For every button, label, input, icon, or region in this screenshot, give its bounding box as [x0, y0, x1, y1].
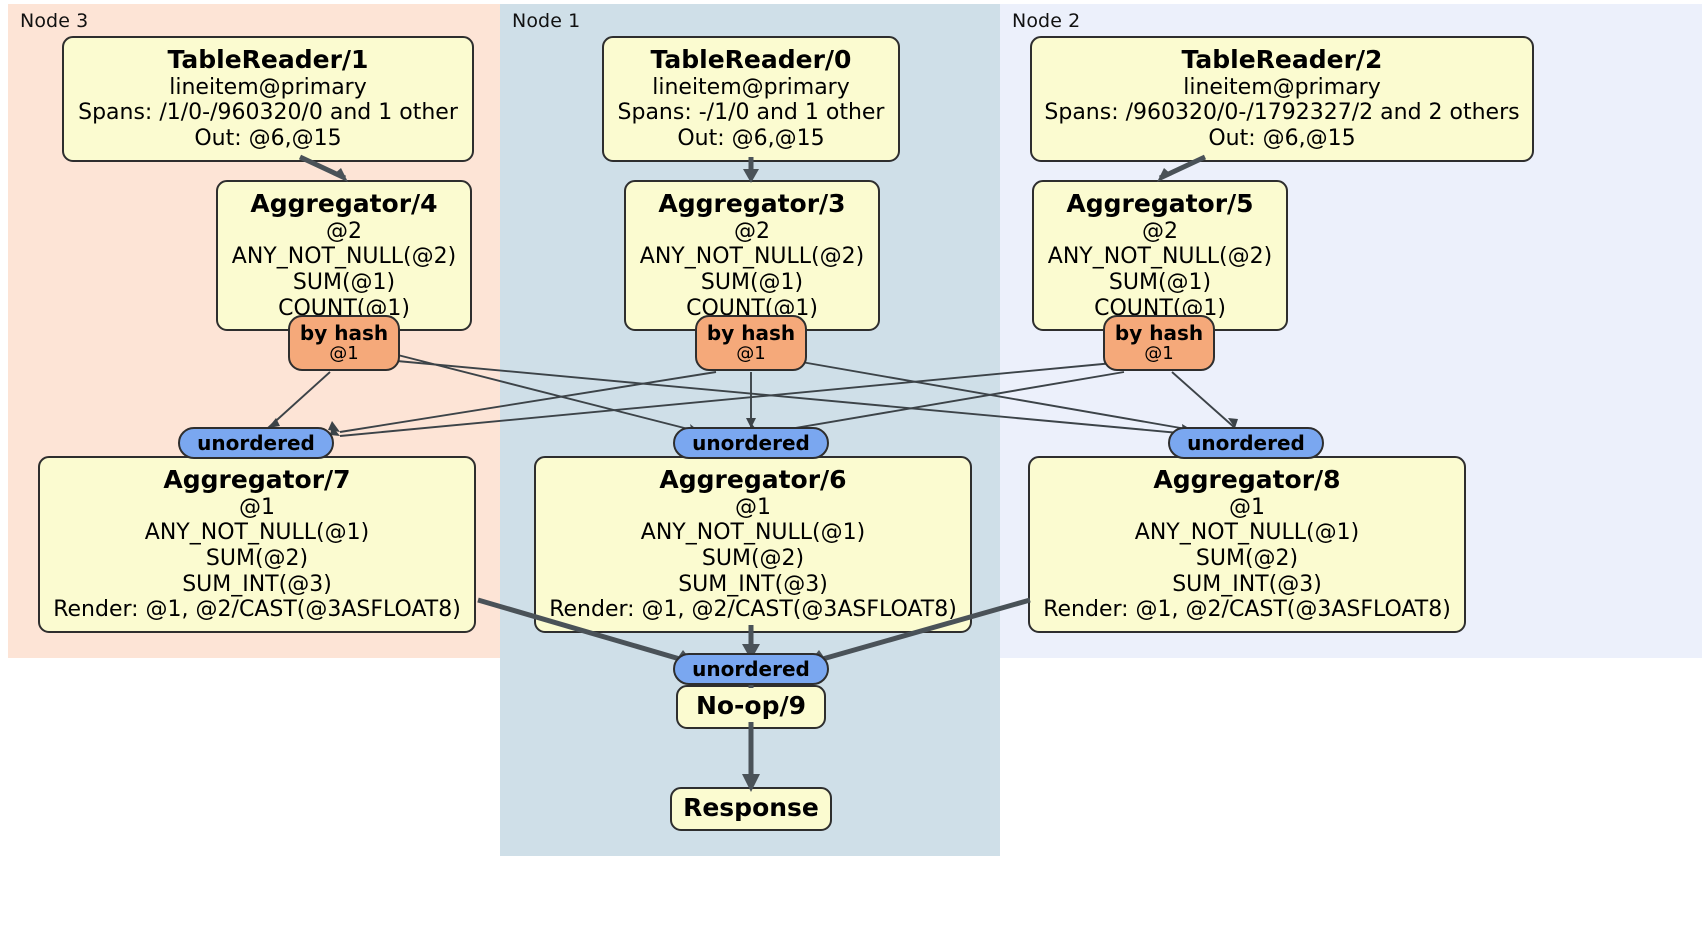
sync-label: unordered	[692, 656, 810, 681]
sync-label: unordered	[197, 430, 315, 455]
sync-label: unordered	[692, 430, 810, 455]
processor-title: TableReader/2	[1181, 45, 1383, 74]
processor-aggregator7[interactable]: Aggregator/7 @1 ANY_NOT_NULL(@1) SUM(@2)…	[38, 456, 476, 634]
processor-response[interactable]: Response	[670, 787, 832, 831]
hash-router-left[interactable]: by hash @1	[288, 315, 400, 371]
processor-tablereader0[interactable]: TableReader/0 lineitem@primary Spans: -/…	[602, 36, 900, 162]
processor-line: SUM_INT(@3)	[182, 571, 332, 597]
processor-line: ANY_NOT_NULL(@1)	[640, 520, 866, 546]
router-sublabel: @1	[736, 342, 766, 364]
processor-aggregator3[interactable]: Aggregator/3 @2 ANY_NOT_NULL(@2) SUM(@1)…	[624, 180, 880, 332]
processor-line: @1	[1229, 494, 1265, 520]
processor-line: lineitem@primary	[1183, 74, 1381, 100]
processor-title: TableReader/0	[650, 45, 852, 74]
processor-line: SUM(@1)	[1108, 269, 1212, 295]
processor-line: ANY_NOT_NULL(@1)	[144, 520, 370, 546]
processor-line: lineitem@primary	[652, 74, 850, 100]
processor-line: SUM_INT(@3)	[678, 571, 828, 597]
processor-line: Spans: -/1/0 and 1 other	[617, 100, 885, 126]
hash-router-right[interactable]: by hash @1	[1103, 315, 1215, 371]
processor-title: TableReader/1	[167, 45, 369, 74]
processor-title: Aggregator/4	[250, 189, 438, 218]
node-label-node3: Node 3	[20, 10, 89, 32]
processor-aggregator5[interactable]: Aggregator/5 @2 ANY_NOT_NULL(@2) SUM(@1)…	[1032, 180, 1288, 332]
processor-line: SUM(@2)	[701, 545, 805, 571]
processor-line: Out: @6,@15	[194, 125, 342, 151]
processor-line: ANY_NOT_NULL(@2)	[1047, 244, 1273, 270]
router-label: by hash	[1114, 320, 1204, 345]
processor-aggregator8[interactable]: Aggregator/8 @1 ANY_NOT_NULL(@1) SUM(@2)…	[1028, 456, 1466, 634]
processor-title: No-op/9	[695, 691, 807, 720]
processor-line: SUM(@1)	[700, 269, 804, 295]
router-sublabel: @1	[1144, 342, 1174, 364]
node-label-node1: Node 1	[512, 10, 581, 32]
processor-tablereader2[interactable]: TableReader/2 lineitem@primary Spans: /9…	[1030, 36, 1534, 162]
unordered-sync-center[interactable]: unordered	[673, 427, 829, 459]
router-sublabel: @1	[329, 342, 359, 364]
unordered-sync-left[interactable]: unordered	[178, 427, 334, 459]
processor-line: @2	[734, 218, 770, 244]
processor-line: Spans: /960320/0-/1792327/2 and 2 others	[1044, 100, 1520, 126]
processor-line: SUM_INT(@3)	[1172, 571, 1322, 597]
processor-line: @1	[239, 494, 275, 520]
processor-line: Out: @6,@15	[1208, 125, 1356, 151]
processor-title: Aggregator/7	[163, 465, 351, 494]
processor-title: Aggregator/3	[658, 189, 846, 218]
processor-line: Spans: /1/0-/960320/0 and 1 other	[78, 100, 458, 126]
processor-title: Response	[683, 793, 819, 822]
processor-line: SUM(@1)	[292, 269, 396, 295]
node-label-node2: Node 2	[1012, 10, 1081, 32]
processor-line: Render: @1, @2/CAST(@3ASFLOAT8)	[53, 597, 461, 623]
processor-line: ANY_NOT_NULL(@2)	[231, 244, 457, 270]
unordered-sync-final[interactable]: unordered	[673, 653, 829, 685]
processor-line: ANY_NOT_NULL(@1)	[1134, 520, 1360, 546]
processor-line: SUM(@2)	[1195, 545, 1299, 571]
processor-line: Out: @6,@15	[677, 125, 825, 151]
unordered-sync-right[interactable]: unordered	[1168, 427, 1324, 459]
router-label: by hash	[706, 320, 796, 345]
processor-line: @2	[326, 218, 362, 244]
processor-line: lineitem@primary	[169, 74, 367, 100]
processor-line: @2	[1142, 218, 1178, 244]
router-label: by hash	[299, 320, 389, 345]
processor-title: Aggregator/6	[659, 465, 847, 494]
processor-line: ANY_NOT_NULL(@2)	[639, 244, 865, 270]
processor-line: Render: @1, @2/CAST(@3ASFLOAT8)	[1043, 597, 1451, 623]
processor-title: Aggregator/8	[1153, 465, 1341, 494]
sync-label: unordered	[1187, 430, 1305, 455]
processor-noop9[interactable]: No-op/9	[676, 685, 826, 729]
processor-line: @1	[735, 494, 771, 520]
processor-title: Aggregator/5	[1066, 189, 1254, 218]
processor-aggregator4[interactable]: Aggregator/4 @2 ANY_NOT_NULL(@2) SUM(@1)…	[216, 180, 472, 332]
processor-line: Render: @1, @2/CAST(@3ASFLOAT8)	[549, 597, 957, 623]
processor-line: SUM(@2)	[205, 545, 309, 571]
hash-router-center[interactable]: by hash @1	[695, 315, 807, 371]
processor-tablereader1[interactable]: TableReader/1 lineitem@primary Spans: /1…	[62, 36, 474, 162]
processor-aggregator6[interactable]: Aggregator/6 @1 ANY_NOT_NULL(@1) SUM(@2)…	[534, 456, 972, 634]
